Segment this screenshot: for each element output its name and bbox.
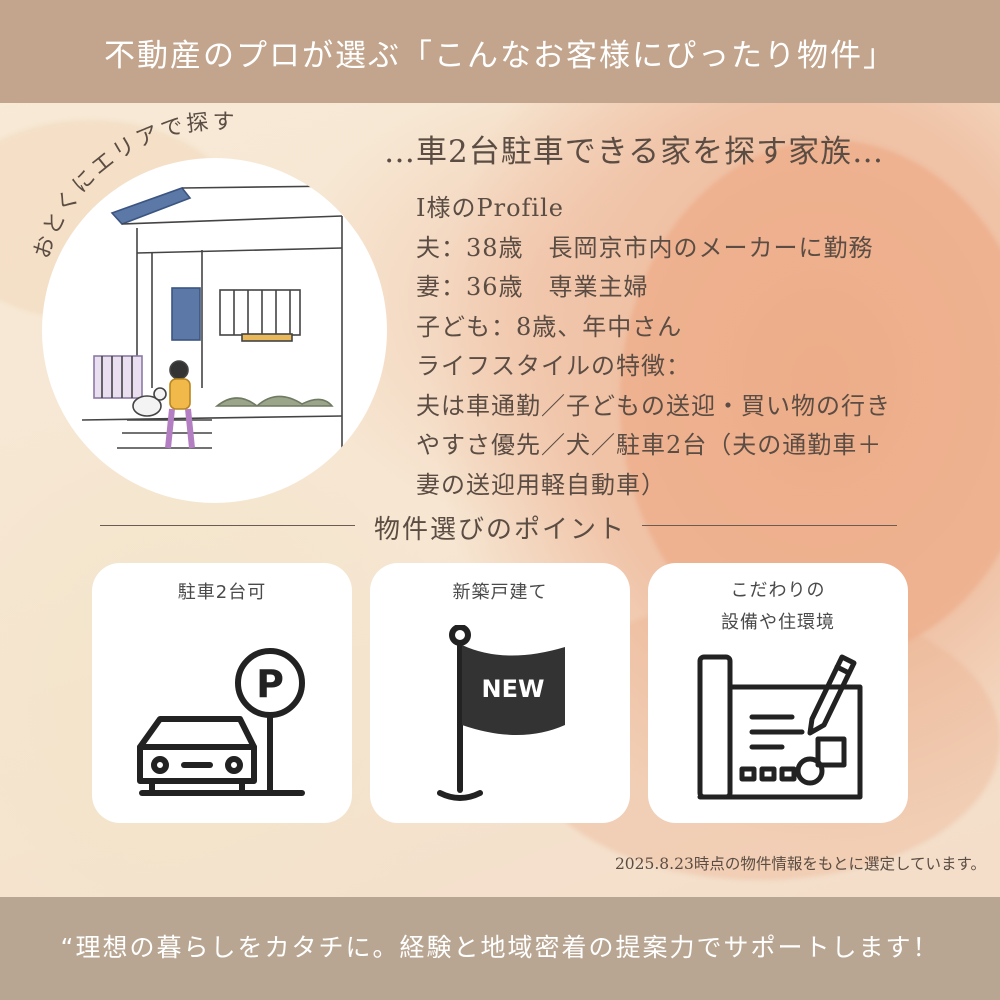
profile-line: 妻の送迎用軽自動車） [416, 470, 666, 499]
card-label: 新築戸建て [452, 582, 548, 603]
date-note: 2025.8.23時点の物件情報をもとに選定しています。 [614, 855, 986, 873]
profile-line: ライフスタイルの特徴： [416, 352, 691, 380]
divider-left [100, 525, 355, 526]
points-heading: 物件選びのポイント [373, 515, 626, 545]
point-card-new-house: 新築戸建て NEW [370, 563, 630, 823]
footer-slogan: “理想の暮らしをカタチに。経験と地域密着の提案力でサポートします！ [60, 933, 940, 962]
flag-text: NEW [482, 675, 545, 703]
blueprint-pencil-icon [697, 654, 863, 800]
profile-line: I様のProfile [416, 194, 564, 222]
family-subtitle: …車2台駐車できる家を探す家族… [384, 134, 885, 170]
house-illustration [42, 158, 387, 503]
profile-block: I様のProfile 夫：38歳 長岡京市内のメーカーに勤務 妻：36歳 専業主… [416, 189, 891, 505]
card-label: 設備や住環境 [721, 612, 835, 633]
house-sketch-icon [81, 185, 343, 449]
profile-line: 夫：38歳 長岡京市内のメーカーに勤務 [416, 233, 874, 262]
profile-line: 子ども：8歳、年中さん [416, 312, 683, 341]
car-parking-icon: P [137, 648, 305, 796]
card-label: 駐車2台可 [177, 582, 267, 603]
page-title: 不動産のプロが選ぶ「こんなお客様にぴったり物件」 [104, 38, 896, 74]
new-flag-icon: NEW [437, 625, 565, 801]
profile-line: 妻：36歳 専業主婦 [416, 273, 649, 301]
point-card-parking: 駐車2台可 P [92, 563, 352, 823]
divider-right [642, 525, 897, 526]
card-label: こだわりの [730, 580, 826, 601]
footer-bar [0, 897, 1000, 1000]
parking-sign-letter: P [256, 662, 284, 706]
profile-line: やすさ優先／犬／駐車2台（夫の通勤車＋ [416, 431, 883, 459]
point-card-facilities: こだわりの 設備や住環境 [648, 563, 908, 823]
header-bar [0, 0, 1000, 103]
profile-line: 夫は車通勤／子どもの送迎・買い物の行き [416, 391, 891, 420]
